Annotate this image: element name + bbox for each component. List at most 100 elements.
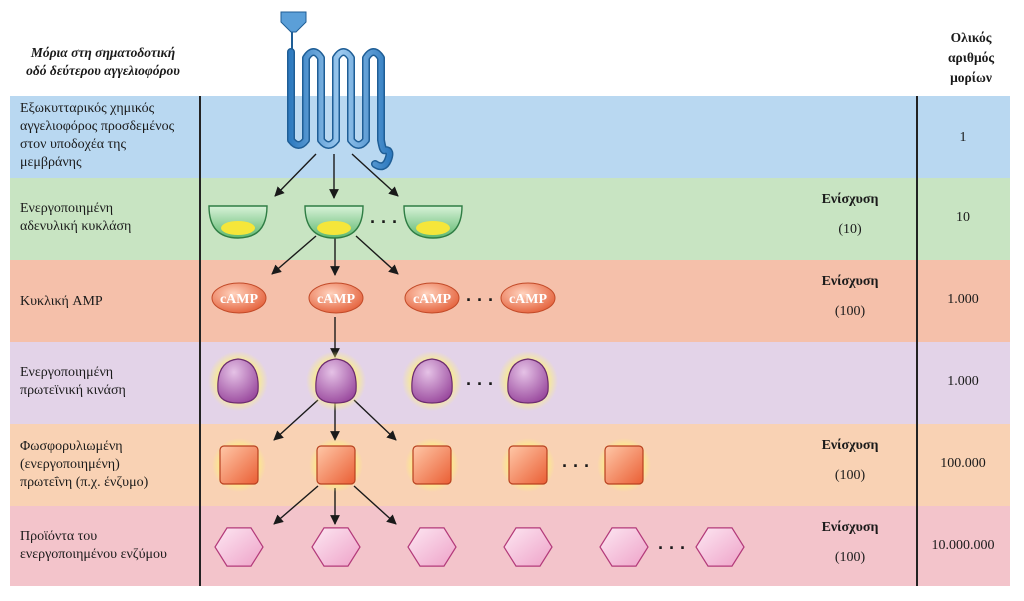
label-line: πρωτεϊνική κινάση [20,383,126,398]
protein-body [604,445,644,485]
amplification-value: (100) [834,550,866,565]
adenylyl-cyclase-icon [208,205,268,239]
header-total-line3: μορίων [950,70,992,85]
label-line: Εξωκυτταρικός χημικός [20,101,155,116]
camp-molecule: cAMP [308,282,364,314]
amplification-value: (10) [838,222,862,237]
label-line: πρωτεΐνη (π.χ. ένζυμο) [20,475,149,490]
adenylyl-cyclase-icon [304,205,364,239]
camp-molecule: cAMP [500,282,556,314]
amplification-value: (100) [834,468,866,483]
row-receptor: Εξωκυτταρικός χημικός αγγελιοφόρος προσδ… [10,96,1010,178]
header-molecules-line1: Μόρια στη σηματοδοτική [30,45,176,60]
protein-body [219,445,259,485]
arrow [274,153,317,197]
arrow [353,485,397,525]
receptor-helix [288,49,392,169]
left-divider [199,96,201,586]
label-line: αδενυλική κυκλάση [20,219,132,234]
arrow [271,235,317,275]
amplification-title: Ενίσχυση [821,274,879,289]
kinase-body [411,358,453,404]
camp-oval [500,282,556,314]
label-line: Ενεργοποιημένη [20,201,114,216]
row-total: 10 [956,210,970,225]
row-label: Ενεργοποιημένη αδενυλική κυκλάση [20,200,205,236]
camp-oval [308,282,364,314]
camp-label: cAMP [220,292,259,307]
product-hexagon [599,527,649,567]
arrow [351,153,399,197]
camp-label: cAMP [413,292,452,307]
product-hexagon [311,527,361,567]
membrane-receptor [280,11,394,171]
product-hexagon [214,527,264,567]
right-divider [916,96,918,586]
row-total: 10.000.000 [931,538,995,553]
label-line: στον υποδοχέα της [20,137,127,152]
kinase-body [217,358,259,404]
adenylyl-cyclase-icon [403,205,463,239]
kinase-body [507,358,549,404]
amplification: Ενίσχυση (100) [780,438,920,484]
protein-kinase-icon [498,351,558,411]
cascade-molecules: · · · cAMP cAMP cAMP cAMP · · · · · · · · · · · … [208,205,745,567]
ellipsis-text: · · · [562,456,590,476]
header-total: Ολικός αριθμός μορίων [918,28,1024,88]
protein-body [508,445,548,485]
label-line: Προϊόντα του [20,529,98,544]
label-line: Κυκλική AMP [20,294,103,309]
arrow [273,399,319,441]
row-label: Ενεργοποιημένη πρωτεϊνική κινάση [20,364,205,400]
enzyme-product-icon [503,527,553,567]
row-label: Εξωκυτταρικός χημικός αγγελιοφόρος προσδ… [20,100,205,172]
protein-body [412,445,452,485]
row-adenylyl-cyclase: Ενεργοποιημένη αδενυλική κυκλάση Ενίσχυσ… [10,178,1010,260]
amplification: Ενίσχυση (100) [780,520,920,566]
phosphorylated-protein-icon [405,438,459,492]
ellipsis-text: · · · [658,538,686,558]
amplification-title: Ενίσχυση [821,438,879,453]
phosphorylated-protein-icon [501,438,555,492]
row-total: 1.000 [947,292,979,307]
label-line: Φωσφορυλιωμένη [20,439,123,454]
arrow [353,399,397,441]
enzyme-product-icon [407,527,457,567]
camp-label: cAMP [509,292,548,307]
protein-kinase-icon [208,351,268,411]
cascade-arrows [271,153,399,525]
header-total-line2: αριθμός [947,50,995,65]
header-molecules: Μόρια στη σηματοδοτική οδό δεύτερου αγγε… [8,44,198,80]
enzyme-product-icon [695,527,745,567]
ligand-icon [280,11,307,33]
row-total: 1 [959,130,967,145]
label-line: αγγελιοφόρος προσδεμένος [20,119,175,134]
amplification: Ενίσχυση (10) [780,192,920,238]
camp-oval [211,282,267,314]
amplification-title: Ενίσχυση [821,192,879,207]
camp-molecule: cAMP [404,282,460,314]
label-line: μεμβράνης [20,155,82,170]
header-molecules-line2: οδό δεύτερου αγγελιοφόρου [26,63,180,78]
label-line: Ενεργοποιημένη [20,365,114,380]
row-label: Κυκλική AMP [20,293,205,311]
ellipsis-text: · · · [466,290,494,310]
product-hexagon [407,527,457,567]
label-line: (ενεργοποιημένη) [20,457,120,472]
cyclase-core [317,221,351,235]
phosphorylated-protein-icon [212,438,266,492]
ellipsis-text: · · · [466,374,494,394]
arrow [355,235,399,275]
row-label: Προϊόντα του ενεργοποιημένου ενζύμου [20,528,205,564]
camp-label: cAMP [317,292,356,307]
ellipsis-text: · · · [370,212,398,232]
cyclase-core [416,221,450,235]
amplification-title: Ενίσχυση [821,520,879,535]
product-hexagon [503,527,553,567]
amplification-value: (100) [834,304,866,319]
kinase-body [315,358,357,404]
phosphorylated-protein-icon [597,438,651,492]
protein-kinase-icon [306,351,366,411]
header-total-line1: Ολικός [950,30,992,45]
